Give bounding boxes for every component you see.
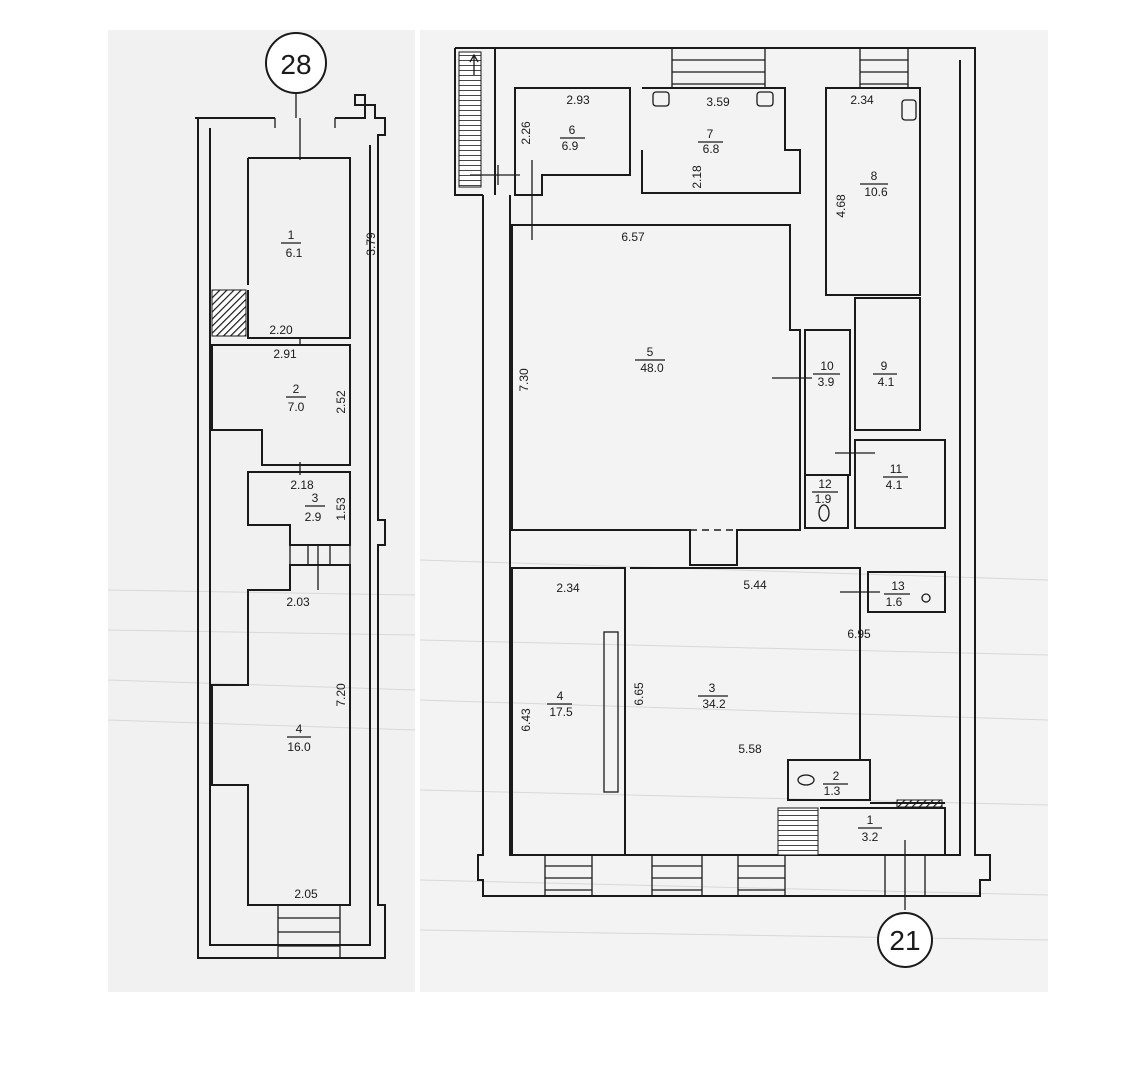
dim-r3-width: 2.18 <box>290 478 314 492</box>
exterior-stair-left <box>458 51 482 188</box>
right-building: 21 6 6.9 7 6.8 8 10.6 5 48.0 10 3.9 9 <box>454 47 991 968</box>
svg-text:3.2: 3.2 <box>862 830 879 844</box>
right-room-8-label: 8 10.6 <box>860 169 888 199</box>
right-room-7-label: 7 6.8 <box>698 127 723 156</box>
dim-r8-width: 2.34 <box>850 93 874 107</box>
svg-text:7.0: 7.0 <box>288 400 305 414</box>
svg-text:2: 2 <box>833 769 840 783</box>
svg-text:2: 2 <box>293 382 300 396</box>
dim-r6-height: 2.26 <box>519 121 533 145</box>
right-room-6-label: 6 6.9 <box>560 123 585 153</box>
svg-text:1.9: 1.9 <box>815 492 832 506</box>
dim-r3-width-lower: 5.58 <box>738 742 762 756</box>
svg-text:48.0: 48.0 <box>640 361 664 375</box>
scan-artifacts <box>107 559 1049 941</box>
svg-text:16.0: 16.0 <box>287 740 311 754</box>
left-sheet <box>108 30 415 992</box>
right-room-10-label: 10 3.9 <box>813 359 840 389</box>
right-room-1-label: 1 3.2 <box>858 813 882 844</box>
right-sheet <box>420 30 1048 992</box>
svg-text:8: 8 <box>871 169 878 183</box>
svg-text:6: 6 <box>569 123 576 137</box>
right-room-13-label: 13 1.6 <box>884 579 910 609</box>
dim-r4-height: 6.43 <box>519 708 533 732</box>
chimney-hatch <box>211 289 247 337</box>
dim-r1-height: 3.79 <box>364 232 378 256</box>
dim-r3-width: 5.44 <box>743 578 767 592</box>
right-room-2-label: 2 1.3 <box>823 769 848 798</box>
svg-text:3: 3 <box>709 681 716 695</box>
svg-text:2.9: 2.9 <box>305 510 322 524</box>
dim-r7-height: 2.18 <box>690 165 704 189</box>
left-room-4-label: 4 16.0 <box>287 722 311 754</box>
svg-text:17.5: 17.5 <box>549 705 573 719</box>
dim-r5-width: 6.57 <box>621 230 645 244</box>
svg-text:6.1: 6.1 <box>286 246 303 260</box>
svg-text:11: 11 <box>890 462 903 476</box>
building-number-28: 28 <box>280 49 311 80</box>
svg-text:34.2: 34.2 <box>702 697 726 711</box>
left-building: 28 1 6.1 2 7.0 3 2.9 4 16.0 3.79 2.20 2.… <box>195 32 386 959</box>
svg-text:13: 13 <box>891 579 905 593</box>
svg-text:4.1: 4.1 <box>878 375 895 389</box>
svg-text:3.9: 3.9 <box>818 375 835 389</box>
svg-text:1: 1 <box>867 813 874 827</box>
dim-r3-height: 1.53 <box>334 497 348 521</box>
svg-text:6.9: 6.9 <box>562 139 579 153</box>
left-room-3-label: 3 2.9 <box>305 491 325 524</box>
svg-text:1: 1 <box>288 228 295 242</box>
svg-text:6.8: 6.8 <box>703 142 720 156</box>
building-number-21: 21 <box>889 925 920 956</box>
right-room-4-label: 4 17.5 <box>547 689 573 719</box>
dim-r6-width: 2.93 <box>566 93 590 107</box>
svg-text:10: 10 <box>820 359 834 373</box>
svg-text:1.6: 1.6 <box>886 595 903 609</box>
svg-text:9: 9 <box>881 359 888 373</box>
dim-r4-width: 2.03 <box>286 595 310 609</box>
dim-r7-width: 3.59 <box>706 95 730 109</box>
svg-text:3: 3 <box>312 491 319 505</box>
svg-text:7: 7 <box>707 127 714 141</box>
svg-text:12: 12 <box>818 477 832 491</box>
right-room-3-label: 3 34.2 <box>698 681 728 711</box>
right-room-11-label: 11 4.1 <box>883 462 908 492</box>
dim-r4-width: 2.34 <box>556 581 580 595</box>
svg-text:1.3: 1.3 <box>824 784 841 798</box>
svg-text:10.6: 10.6 <box>864 185 888 199</box>
left-room-2-label: 2 7.0 <box>286 382 306 414</box>
entry-stair <box>777 807 819 856</box>
svg-text:5: 5 <box>647 345 654 359</box>
dim-r2-width: 2.91 <box>273 347 297 361</box>
dim-bottom-width: 2.05 <box>294 887 318 901</box>
svg-text:4.1: 4.1 <box>886 478 903 492</box>
svg-text:4: 4 <box>296 722 303 736</box>
dim-r8-height: 4.68 <box>834 194 848 218</box>
building-marker-21 <box>877 912 933 968</box>
dim-r13-height: 6.95 <box>847 627 871 641</box>
dim-r5-height: 7.30 <box>517 368 531 392</box>
dim-r1-width: 2.20 <box>269 323 293 337</box>
right-room-12-label: 12 1.9 <box>812 477 838 506</box>
right-room-5-label: 5 48.0 <box>635 345 665 375</box>
left-room-1-label: 1 6.1 <box>281 228 303 260</box>
right-room-9-label: 9 4.1 <box>873 359 897 389</box>
dim-r3-height: 6.65 <box>632 682 646 706</box>
dim-r4-height: 7.20 <box>334 683 348 707</box>
dim-r2-height: 2.52 <box>334 390 348 414</box>
svg-text:4: 4 <box>557 689 564 703</box>
